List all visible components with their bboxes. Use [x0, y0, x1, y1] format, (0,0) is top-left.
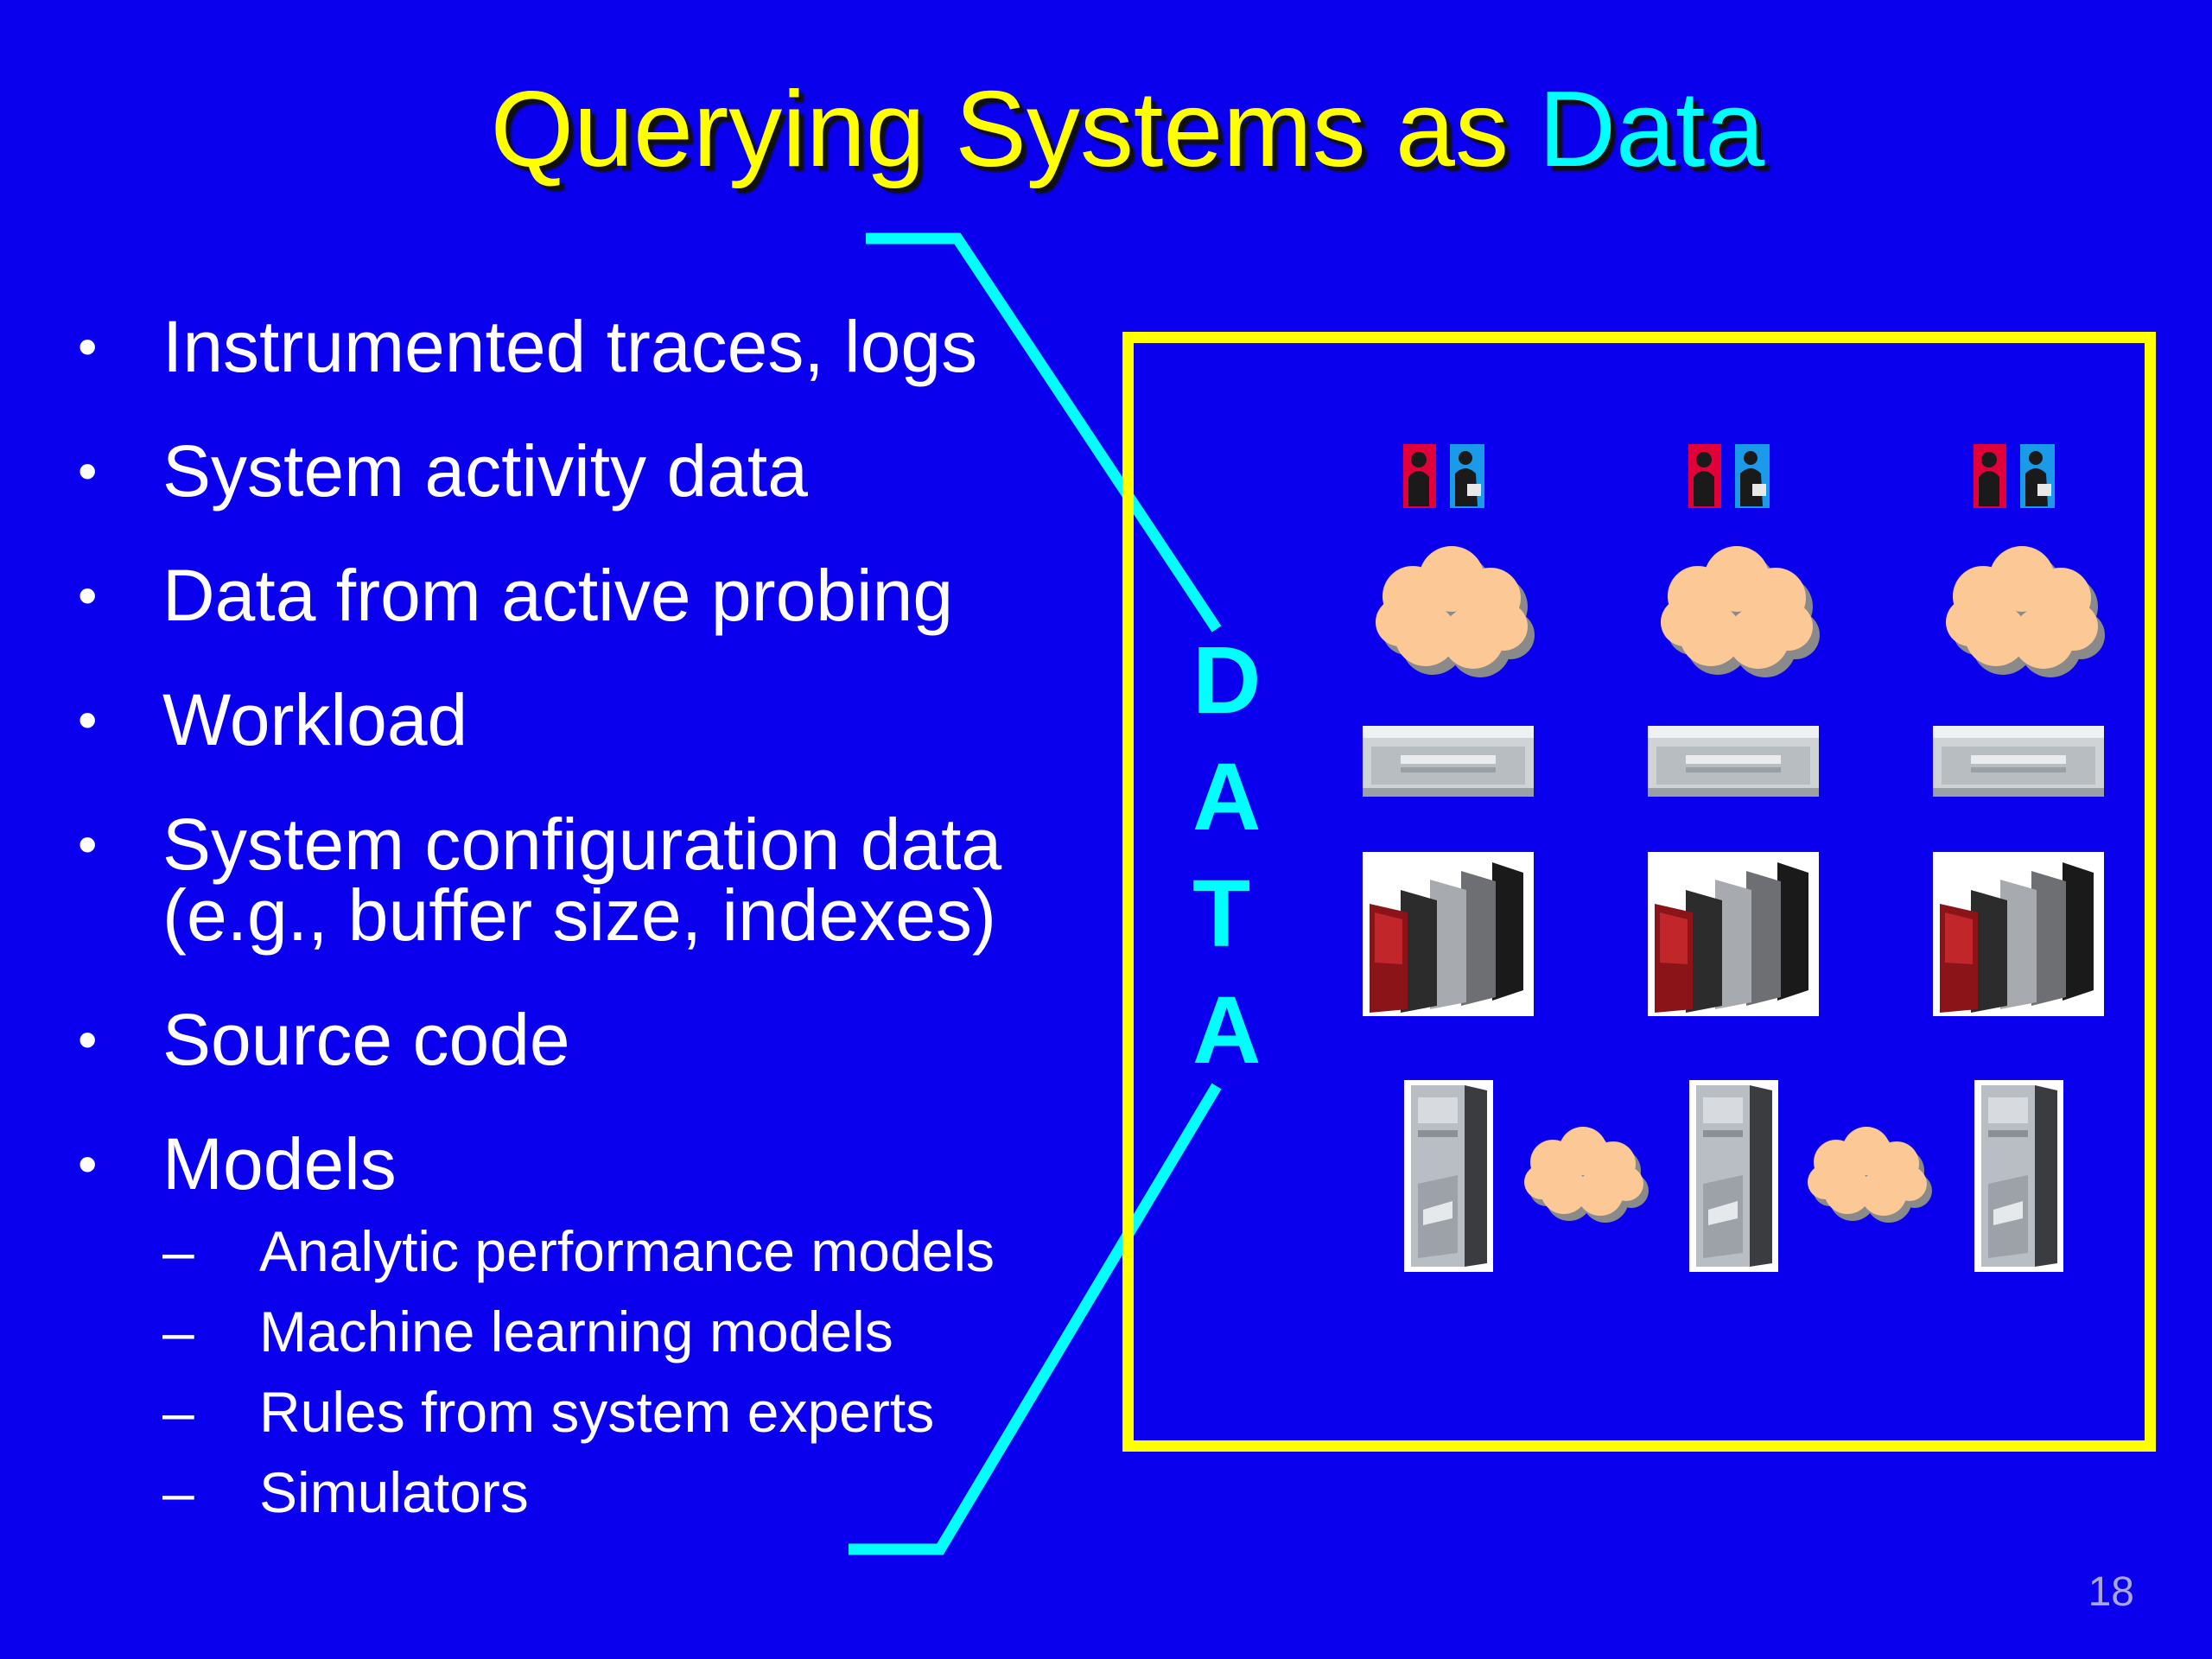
- bullet-list: • Instrumented traces, logs • System act…: [78, 310, 1115, 1586]
- title-accent: Data: [1538, 70, 1765, 189]
- data-letter: T: [1192, 861, 1251, 967]
- sub-bullet-item: – Machine learning models: [162, 1292, 1115, 1372]
- sub-bullet-dash: –: [162, 1380, 194, 1444]
- sub-bullet-text: Simulators: [259, 1460, 529, 1524]
- sub-bullet-text: Rules from system experts: [259, 1380, 935, 1444]
- sub-bullet-dash: –: [162, 1219, 194, 1283]
- users-icon: [1974, 444, 2055, 508]
- bullet-text: Data from active probing: [162, 555, 954, 636]
- network-cloud-icon: [1524, 1127, 1649, 1223]
- data-letter: A: [1192, 744, 1262, 850]
- bullet-item: • Data from active probing: [78, 559, 1115, 632]
- data-vertical-label: D A T A: [1192, 622, 1262, 1089]
- sub-bullet-item: – Simulators: [162, 1452, 1115, 1533]
- bullet-text-continued: (e.g., buffer size, indexes): [162, 874, 996, 956]
- sub-bullet-dash: –: [162, 1300, 194, 1363]
- data-box: [1122, 332, 2156, 1452]
- storage-server-icon: [1933, 726, 2104, 797]
- bullet-item: • Workload: [78, 683, 1115, 756]
- sub-bullet-item: – Analytic performance models: [162, 1211, 1115, 1292]
- bullet-dot: •: [78, 1133, 98, 1195]
- bullet-text: Instrumented traces, logs: [162, 306, 978, 387]
- storage-server-icon: [1648, 726, 1819, 797]
- title-main: Querying Systems as: [490, 70, 1539, 189]
- bullet-text: Source code: [162, 999, 570, 1080]
- bullet-dot: •: [78, 564, 98, 626]
- bullet-text: Workload: [162, 679, 468, 760]
- bullet-item: • Instrumented traces, logs: [78, 310, 1115, 383]
- page-number: 18: [2088, 1569, 2134, 1615]
- bullet-dot: •: [78, 813, 98, 875]
- tower-server-icon: [1404, 1080, 1493, 1272]
- bullet-item: • Source code: [78, 1003, 1115, 1076]
- data-letter: D: [1192, 627, 1262, 734]
- workstation-cluster-icon: [1648, 852, 1819, 1016]
- workstation-cluster-icon: [1363, 852, 1534, 1016]
- data-letter: A: [1192, 977, 1262, 1084]
- sub-bullet-text: Machine learning models: [259, 1300, 893, 1363]
- workstation-cluster-icon: [1933, 852, 2104, 1016]
- bullet-item: • System activity data: [78, 435, 1115, 507]
- slide-title: Querying Systems as Data: [0, 69, 2212, 190]
- tower-server-icon: [1689, 1080, 1778, 1272]
- users-icon: [1688, 444, 1770, 508]
- bullet-item: • System configuration data (e.g., buffe…: [78, 808, 1115, 951]
- bullet-dot: •: [78, 440, 98, 502]
- sub-bullet-item: – Rules from system experts: [162, 1372, 1115, 1452]
- bullet-dot: •: [78, 315, 98, 378]
- users-icon: [1403, 444, 1484, 508]
- sub-bullet-list: – Analytic performance models – Machine …: [162, 1211, 1115, 1533]
- sub-bullet-text: Analytic performance models: [259, 1219, 995, 1283]
- bullet-item: • Models – Analytic performance models –…: [78, 1128, 1115, 1533]
- bullet-text: Models: [162, 1123, 397, 1205]
- bullet-dot: •: [78, 689, 98, 751]
- bullet-text: System configuration data: [162, 804, 1002, 885]
- bullet-text: System activity data: [162, 430, 808, 512]
- network-cloud-icon: [1376, 546, 1535, 677]
- network-cloud-icon: [1661, 546, 1820, 677]
- sub-bullet-dash: –: [162, 1460, 194, 1524]
- network-cloud-icon: [1808, 1127, 1932, 1223]
- network-cloud-icon: [1946, 546, 2105, 677]
- tower-server-icon: [1974, 1080, 2063, 1272]
- storage-server-icon: [1363, 726, 1534, 797]
- bullet-dot: •: [78, 1008, 98, 1071]
